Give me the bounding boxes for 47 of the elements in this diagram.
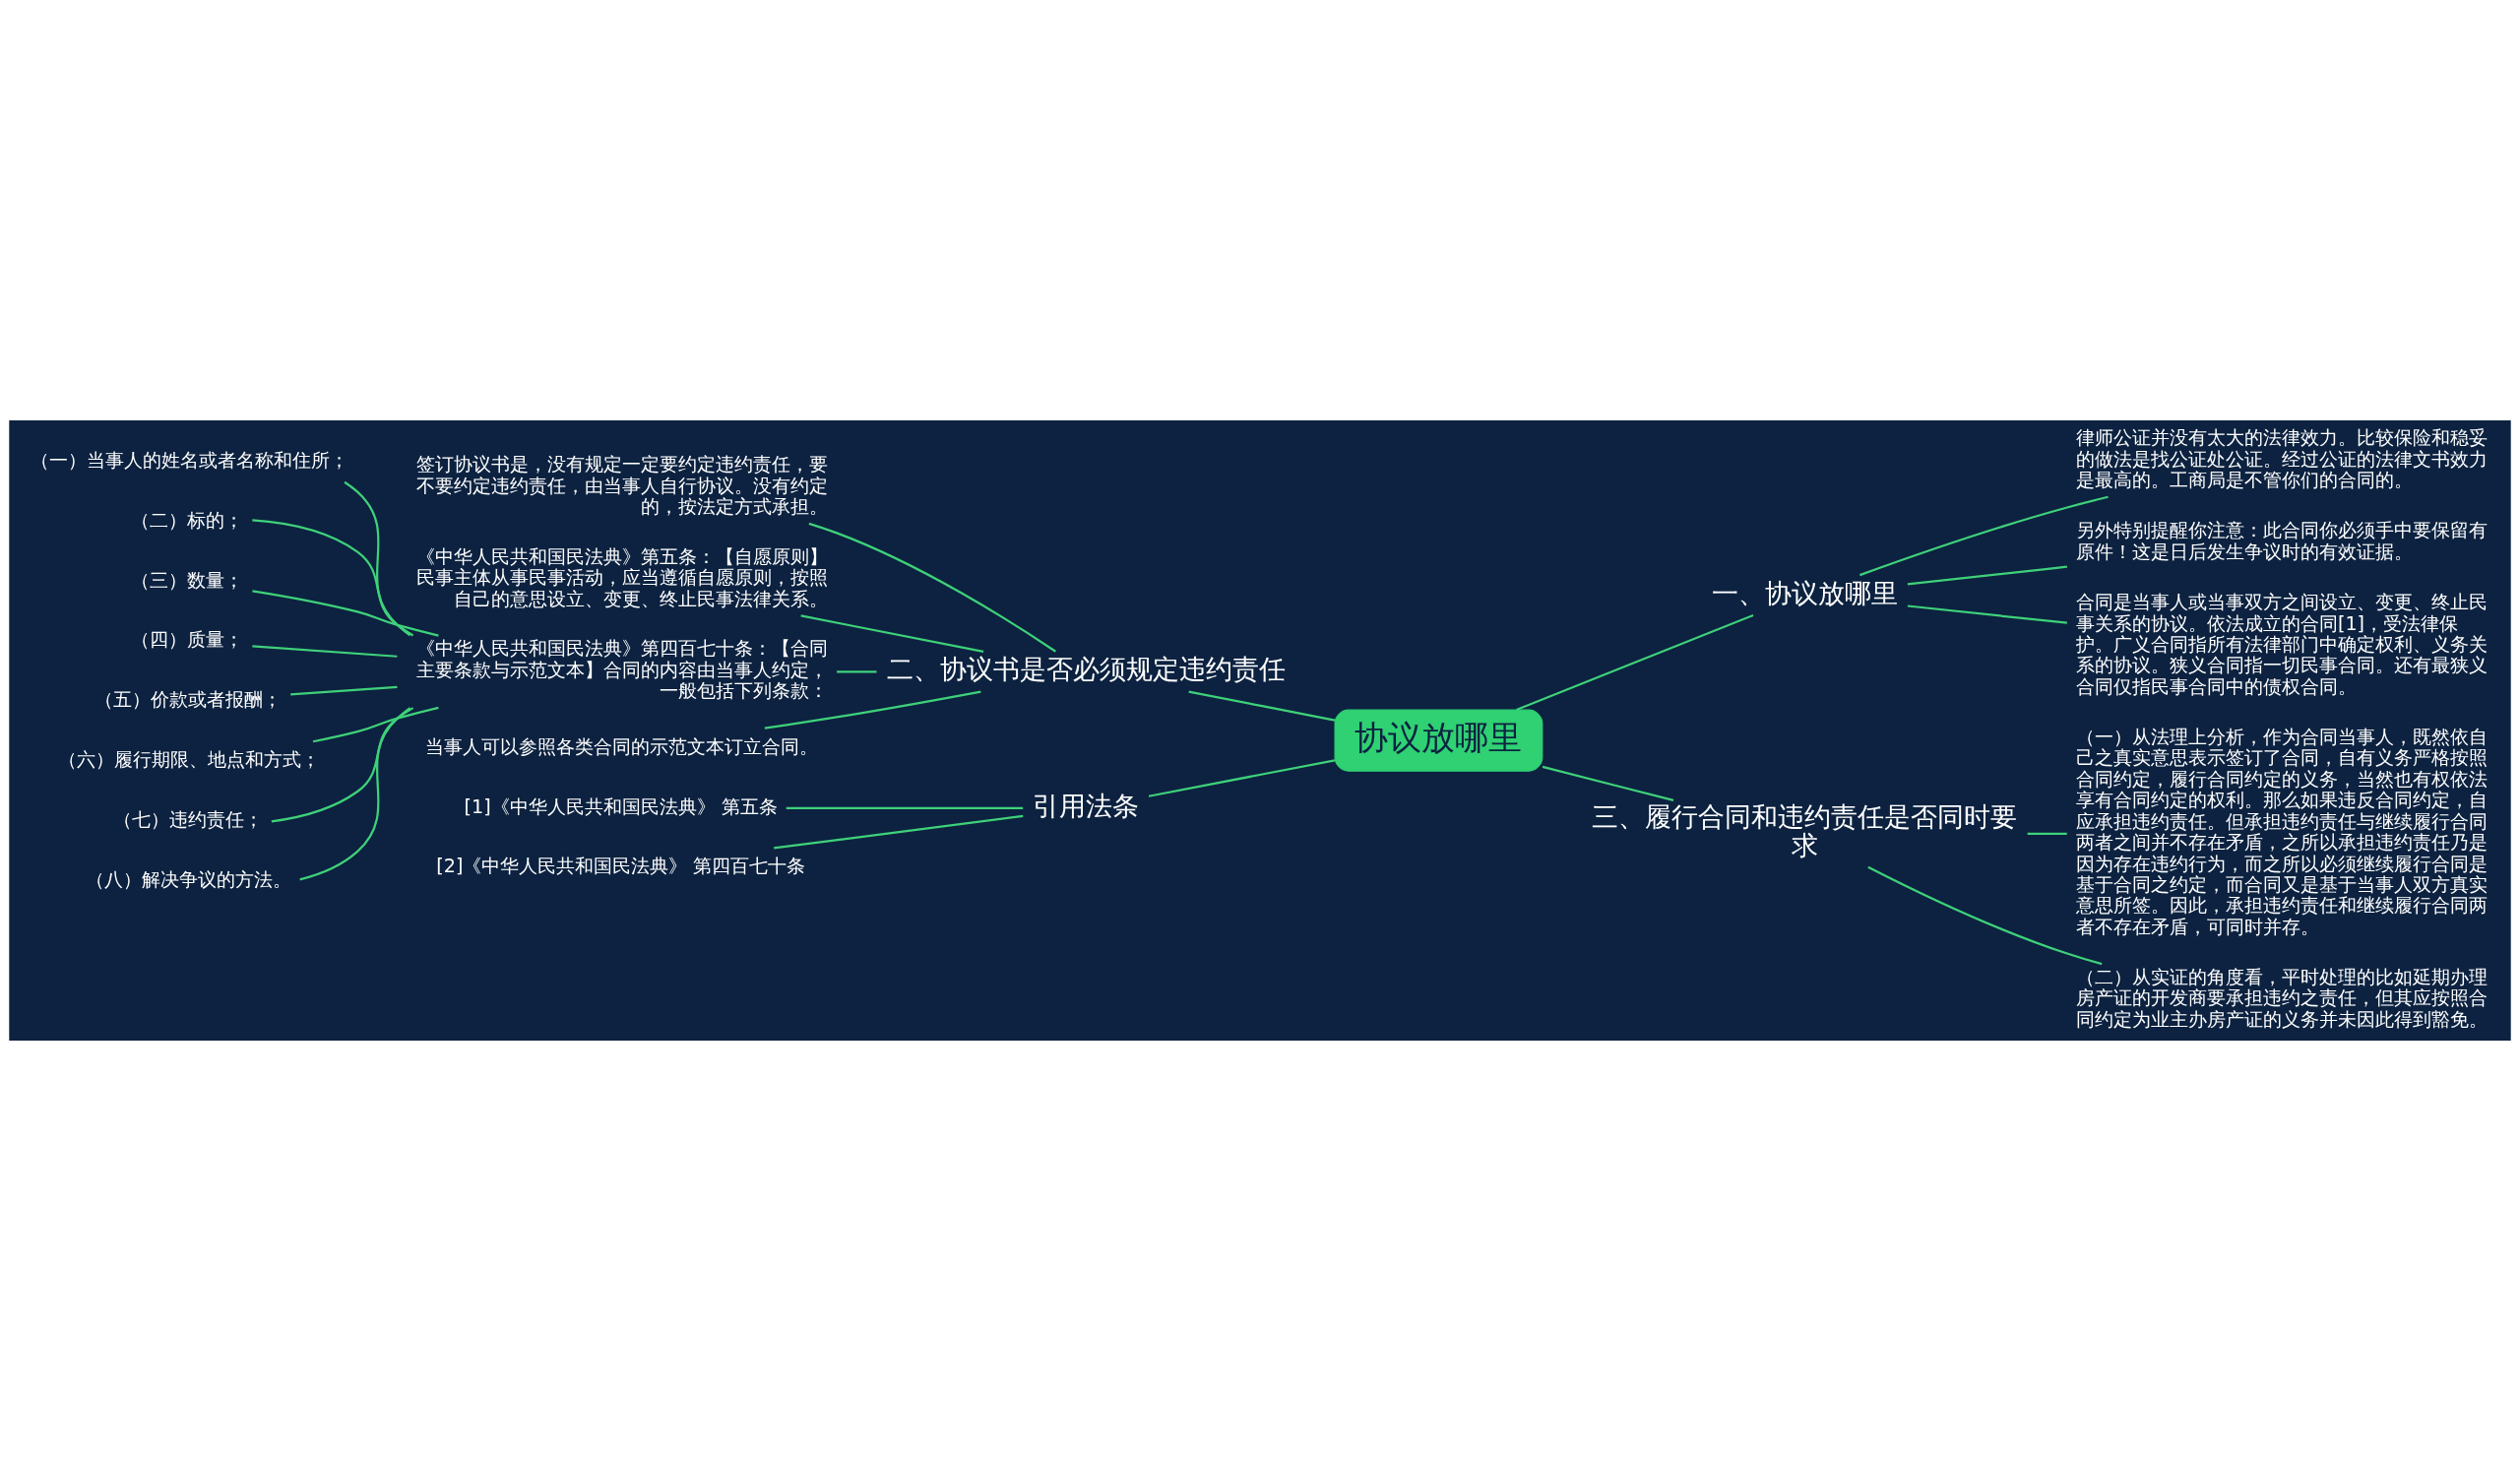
connector — [1858, 495, 2109, 576]
connector — [1542, 765, 1674, 801]
connector — [1516, 613, 1754, 711]
node-text: 当事人可以参照各类合同的示范文本订立合同。 — [425, 734, 819, 758]
connector — [271, 706, 414, 822]
node-text: 签订协议书是，没有规定一定要约定违约责任，要不要约定违约责任，由当事人自行协议。没有约定的，按法定方式承担。 — [416, 452, 829, 518]
connector — [252, 644, 398, 658]
node-text: 律师公证并没有太大的法律效力。比较保险和稳妥的做法是找公证处公证。经过公证的法律文书效力是最高的。工商局是不管你们的合同的。 — [2075, 425, 2488, 491]
node-box: 协议放哪里 — [1334, 709, 1544, 772]
node-text: （四）质量； — [131, 627, 244, 651]
node-text: （八）解决争议的方法。 — [85, 867, 291, 891]
node-text: （一）从法理上分析，作为合同当事人，既然依自己之真实意思表示签订了合同，自有义务严格按照合同约定，履行合同约定的义务，当然也有权依法享有合同约定的权利。那么如果违反合同约定，自应承担违约责任。但承担违约责任与继续履行合同两者之间并不存在矛盾，之所以承担违约责任乃是因为存在违约行为，而之所以必须继续履行合同是基于合同之约定，而合同又是基于当事人双方真实意思所签。因此，承担违约责任和继续履行合同两者不存在矛盾，可同时并存。 — [2075, 725, 2488, 938]
connector — [1867, 865, 2103, 965]
node-text: （六）履行期限、地点和方式； — [57, 747, 320, 771]
connector — [808, 522, 1056, 653]
node-text: 《中华人民共和国民法典》第五条：【自愿原则】民事主体从事民事活动，应当遵循自愿原则，按照自己的意思设立、变更、终止民事法律关系。 — [416, 544, 829, 610]
node-text: （三）数量； — [131, 568, 244, 592]
node-text: 一、协议放哪里 — [1711, 576, 1898, 607]
connector — [344, 480, 411, 636]
node-text: 《中华人民共和国民法典》第四百七十条：【合同主要条款与示范文本】合同的内容由当事人约定，一般包括下列条款： — [416, 636, 829, 702]
node-text: （二）从实证的角度看，平时处理的比如延期办理房产证的开发商要承担违约之责任，但其应按照合同约定为业主办房产证的义务并未因此得到豁免。 — [2075, 965, 2488, 1031]
connector — [1907, 603, 2067, 624]
node-text: （一）当事人的姓名或者名称和住所； — [31, 448, 349, 472]
connector — [764, 690, 981, 730]
node-text: （二）标的； — [131, 508, 244, 532]
connector — [2027, 832, 2067, 835]
connector — [837, 669, 877, 672]
connector — [252, 589, 439, 637]
connector — [1148, 758, 1336, 797]
node-text: 三、履行合同和违约责任是否同时要求 — [1592, 800, 2018, 860]
connector — [312, 706, 439, 742]
node-text: （五）价款或者报酬； — [94, 687, 282, 711]
node-text: 二、协议书是否必须规定违约责任 — [886, 653, 1286, 684]
node-text: 另外特别提醒你注意：此合同你必须手中要保留有原件！这是日后发生争议时的有效证据。 — [2075, 518, 2488, 563]
connector — [1907, 565, 2067, 585]
connector — [252, 518, 414, 636]
connector — [299, 706, 411, 880]
connector — [786, 806, 1024, 809]
node-text: 引用法条 — [1033, 790, 1140, 821]
connector — [1188, 689, 1336, 722]
connector — [800, 613, 984, 653]
connector — [774, 814, 1024, 850]
node-text: 合同是当事人或当事双方之间设立、变更、终止民事关系的协议。依法成立的合同[1]，受法律保护。广义合同指所有法律部门中确定权利、义务关系的协议。狭义合同指一切民事合同。还有最狭义合同仅指民事合同中的债权合同。 — [2075, 590, 2488, 698]
node-text: [1]《中华人民共和国民法典》 第五条 — [464, 794, 778, 818]
connector — [290, 685, 398, 695]
node-text: [2]《中华人民共和国民法典》 第四百七十条 — [436, 854, 806, 877]
node-text: （七）违约责任； — [112, 807, 263, 831]
